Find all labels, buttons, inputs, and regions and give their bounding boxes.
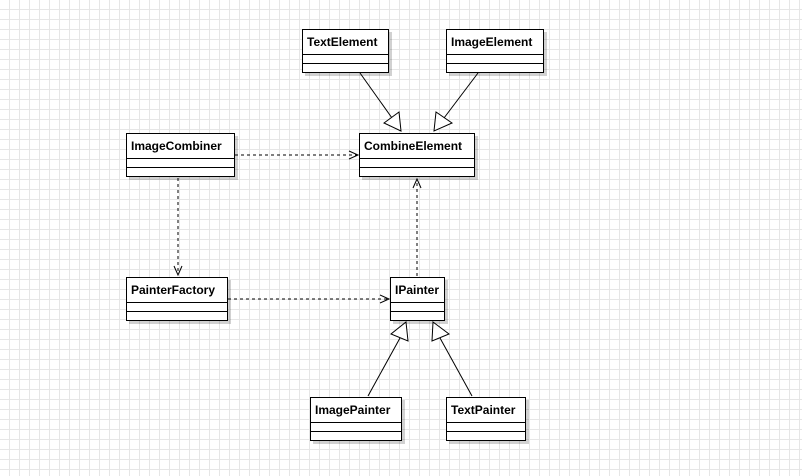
class-image-element-attributes xyxy=(447,55,543,64)
class-text-element-operations xyxy=(303,64,388,72)
class-image-combiner-operations xyxy=(127,168,234,176)
dependency-combiner-to-factory-arrowhead xyxy=(173,265,183,277)
class-image-painter-operations xyxy=(311,432,401,440)
class-text-painter-operations xyxy=(447,432,525,440)
generalization-text-painter-arrowhead xyxy=(431,321,451,342)
generalization-image-painter-line xyxy=(367,337,401,397)
generalization-text-element-arrowhead xyxy=(383,111,402,132)
class-text-element-name: TextElement xyxy=(303,30,388,55)
class-text-element-attributes xyxy=(303,55,388,64)
dependency-combiner-to-combine-arrowhead xyxy=(348,150,360,160)
class-painter-factory-operations xyxy=(127,312,227,320)
generalization-image-element-line xyxy=(443,72,479,119)
class-combine-element[interactable]: CombineElement xyxy=(359,133,475,177)
class-painter-factory-attributes xyxy=(127,303,227,312)
class-image-painter[interactable]: ImagePainter xyxy=(310,397,402,441)
class-combine-element-attributes xyxy=(360,159,474,168)
generalization-text-painter-line xyxy=(439,337,473,397)
class-image-element[interactable]: ImageElement xyxy=(446,29,544,73)
class-ipainter-operations xyxy=(391,312,444,320)
class-text-painter[interactable]: TextPainter xyxy=(446,397,526,441)
class-image-element-name: ImageElement xyxy=(447,30,543,55)
class-image-painter-name: ImagePainter xyxy=(311,398,401,423)
dependency-ipainter-to-combine-arrowhead xyxy=(412,177,422,189)
class-image-combiner-attributes xyxy=(127,159,234,168)
class-ipainter-attributes xyxy=(391,303,444,312)
class-image-element-operations xyxy=(447,64,543,72)
class-ipainter[interactable]: IPainter xyxy=(390,277,445,321)
class-ipainter-name: IPainter xyxy=(391,278,444,303)
class-combine-element-name: CombineElement xyxy=(360,134,474,159)
class-painter-factory[interactable]: PainterFactory xyxy=(126,277,228,321)
class-text-element[interactable]: TextElement xyxy=(302,29,389,73)
class-combine-element-operations xyxy=(360,168,474,176)
class-image-combiner-name: ImageCombiner xyxy=(127,134,234,159)
class-text-painter-attributes xyxy=(447,423,525,432)
class-image-combiner[interactable]: ImageCombiner xyxy=(126,133,235,177)
generalization-text-element-line xyxy=(359,72,393,119)
generalization-image-element-arrowhead xyxy=(433,111,454,132)
generalization-image-painter-arrowhead xyxy=(390,321,409,342)
class-image-painter-attributes xyxy=(311,423,401,432)
dependency-factory-to-ipainter-arrowhead xyxy=(379,294,391,304)
class-text-painter-name: TextPainter xyxy=(447,398,525,423)
class-painter-factory-name: PainterFactory xyxy=(127,278,227,303)
